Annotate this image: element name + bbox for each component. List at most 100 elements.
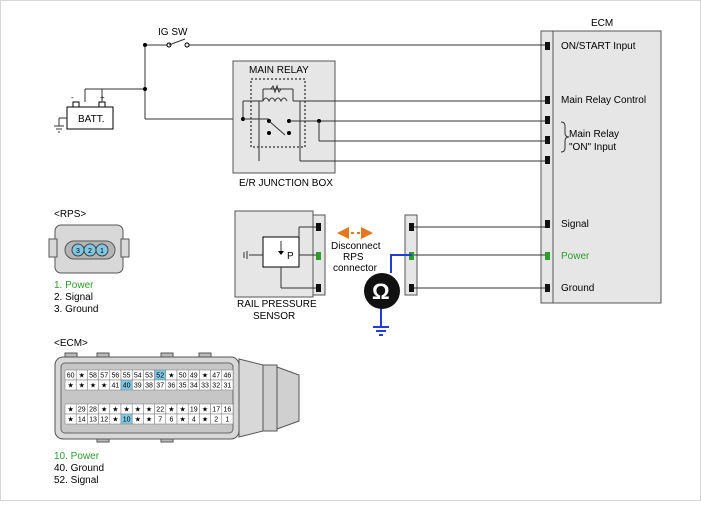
- disconnect-label-1: Disconnect: [331, 241, 381, 252]
- harness-connector: [404, 214, 545, 296]
- ecm-pin-number: 7: [158, 417, 162, 424]
- ecm-terminal: [545, 136, 550, 144]
- ecm-pin-number: 34: [190, 383, 198, 390]
- ecm-pin-number: ★: [135, 416, 141, 424]
- ecm-pin-number: ★: [101, 382, 107, 390]
- ecm-terminal: [545, 116, 550, 124]
- ecm-pin-number: ★: [202, 372, 208, 380]
- disconnect-indicator: Disconnect RPS connector: [331, 227, 381, 274]
- ecm-pin-number: 52: [156, 373, 164, 380]
- ecm-pin-number: 55: [123, 373, 131, 380]
- battery-label: BATT.: [78, 114, 104, 125]
- ecm-pin-main-relay-control: Main Relay Control: [561, 95, 646, 106]
- rps-pin-number: 1: [100, 248, 104, 255]
- ecm-pin-number: 33: [201, 383, 209, 390]
- ecm-terminal: [545, 284, 550, 292]
- junction-box: MAIN RELAY E/R JUNCTION BOX: [232, 60, 545, 189]
- ecm-conn-header: <ECM>: [54, 338, 88, 349]
- rps-pin: [95, 243, 109, 257]
- rps-pin-power: 1. Power: [54, 280, 94, 291]
- ecm-terminal: [545, 220, 550, 228]
- ecm-pin-number: 49: [190, 373, 198, 380]
- ecm-pin-cell: [221, 413, 234, 425]
- ecm-pin-number: 53: [145, 373, 153, 380]
- ecm-pin-number: 17: [212, 407, 220, 414]
- ecm-conn-pin-signal: 52. Signal: [54, 475, 98, 486]
- ecm-pin-number: 39: [134, 383, 142, 390]
- ecm-pin-number: ★: [146, 406, 152, 414]
- ecm-pin-number: ★: [123, 406, 129, 414]
- ecm-pin-number: ★: [168, 406, 174, 414]
- disconnect-label-3: connector: [333, 263, 378, 274]
- rps-pin-number: 2: [88, 248, 92, 255]
- ecm-pin-number: ★: [101, 406, 107, 414]
- ecm-terminal: [545, 96, 550, 104]
- ecm-pin-number: 12: [100, 417, 108, 424]
- ecm-pin-cell: [221, 379, 234, 391]
- ecm-pin-main-relay-on-1: Main Relay: [569, 129, 619, 140]
- ecm-pin-number: 50: [179, 373, 187, 380]
- ecm-pin-number: 40: [123, 383, 131, 390]
- ecm-pin-number: ★: [79, 372, 85, 380]
- ecm-pin-number: ★: [90, 382, 96, 390]
- ecm-pin-power: Power: [561, 251, 590, 262]
- ecm-pin-number: 6: [169, 417, 173, 424]
- main-relay-label: MAIN RELAY: [249, 65, 309, 76]
- ecm-pin-number: 28: [89, 407, 97, 414]
- sensor-symbol: P: [287, 251, 294, 262]
- ecm-pin-number: 10: [123, 417, 131, 424]
- rps-pin-signal: 2. Signal: [54, 292, 93, 303]
- ig-sw-label: IG SW: [158, 27, 188, 38]
- ecm-box: [552, 30, 662, 304]
- ecm-pin-number: ★: [112, 416, 118, 424]
- ecm-pin-number: 37: [156, 383, 164, 390]
- rps-pin-number: 3: [76, 248, 80, 255]
- ecm-brace: [560, 121, 570, 153]
- ohmmeter-body: [364, 273, 400, 309]
- ecm-pin-number: 32: [212, 383, 220, 390]
- ecm-pin-number: 29: [78, 407, 86, 414]
- ecm-pin-number: 31: [224, 383, 232, 390]
- ecm-pin-number: ★: [67, 406, 73, 414]
- ecm-pin-number: 2: [214, 417, 218, 424]
- ecm-pin-number: 47: [212, 373, 220, 380]
- ecm-conn-pin-power: 10. Power: [54, 451, 100, 462]
- ecm-title: ECM: [591, 18, 613, 29]
- disconnect-label-2: RPS: [343, 252, 364, 263]
- rps-pin-ground: 3. Ground: [54, 304, 98, 315]
- ecm-pin-number: ★: [202, 416, 208, 424]
- ecm-pin-number: 56: [112, 373, 120, 380]
- ecm-pin-number: 1: [225, 417, 229, 424]
- ecm-pin-number: 22: [156, 407, 164, 414]
- ecm-pin-number: ★: [112, 406, 118, 414]
- junction-box-label: E/R JUNCTION BOX: [239, 178, 333, 189]
- sensor-label-1: RAIL PRESSURE: [237, 299, 317, 310]
- ecm-pin-ground: Ground: [561, 283, 594, 294]
- ecm-pin-number: 60: [67, 373, 75, 380]
- ecm-pin-number: ★: [202, 406, 208, 414]
- ecm-pin-number: ★: [179, 416, 185, 424]
- ecm-pin-number: ★: [146, 416, 152, 424]
- battery-circuit: IG SW BATT. - +: [54, 27, 545, 133]
- ecm-pin-number: 54: [134, 373, 142, 380]
- ecm-pin-number: ★: [135, 406, 141, 414]
- ohmmeter: Ω: [364, 254, 412, 336]
- ecm-module: ECM ON/START Input Main Relay Control Ma…: [540, 18, 662, 304]
- ecm-pin-number: 58: [89, 373, 97, 380]
- rail-pressure-sensor: P RAIL PRESSURE SENSOR: [234, 210, 326, 322]
- ecm-pin-number: ★: [79, 382, 85, 390]
- ecm-pin-number: 36: [168, 383, 176, 390]
- ecm-conn-pin-ground: 40. Ground: [54, 463, 104, 474]
- ecm-terminal: [545, 42, 550, 50]
- ecm-pin-number: 41: [112, 383, 120, 390]
- ecm-terminal: [545, 156, 550, 164]
- ecm-pin-number: 13: [89, 417, 97, 424]
- ecm-pin-signal: Signal: [561, 219, 589, 230]
- ecm-pin-number: ★: [67, 382, 73, 390]
- ecm-pin-number: 57: [100, 373, 108, 380]
- rps-header: <RPS>: [54, 209, 86, 220]
